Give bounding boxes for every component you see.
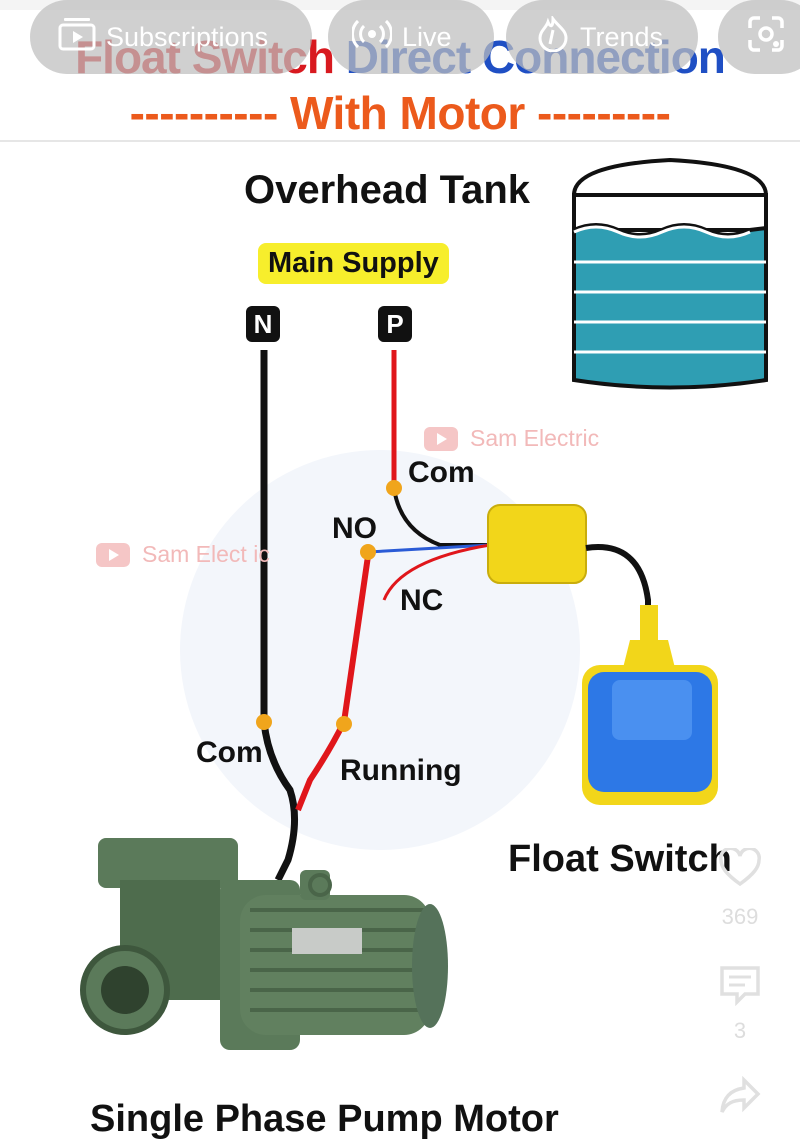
watermark: Sam Electric xyxy=(424,425,599,452)
background-logo xyxy=(180,450,580,850)
junction-no xyxy=(360,544,376,560)
float-switch xyxy=(487,504,718,805)
float-switch-label: Float Switch xyxy=(508,838,732,880)
chip-lens[interactable] xyxy=(718,0,800,74)
live-icon xyxy=(351,19,393,56)
nc-wire xyxy=(382,543,491,601)
chip-trends[interactable]: Trends xyxy=(506,0,698,74)
watermark-text: Sam Elect ic xyxy=(142,541,270,567)
nc-label: NC xyxy=(400,584,444,617)
like-button[interactable] xyxy=(708,846,772,893)
subscriptions-icon xyxy=(58,17,96,58)
youtube-icon xyxy=(424,426,458,451)
watermark-text: Sam Electric xyxy=(470,425,600,451)
chip-label: Trends xyxy=(580,21,664,52)
overhead-tank xyxy=(571,157,769,390)
diagram-subtitle: ---------- With Motor --------- xyxy=(129,87,671,139)
chip-live[interactable]: Live xyxy=(328,0,494,74)
like-count: 369 xyxy=(721,904,759,929)
no-wire xyxy=(367,543,491,554)
terminal-n: N xyxy=(246,306,280,342)
chip-label: Subscriptions xyxy=(106,21,269,52)
com-wire xyxy=(392,487,490,547)
share-button[interactable] xyxy=(708,1075,772,1121)
junction-running xyxy=(336,716,352,732)
junction-neutral xyxy=(256,714,272,730)
heart-icon xyxy=(719,846,761,887)
chip-label: Live xyxy=(402,21,452,52)
terminal-p: P xyxy=(378,306,412,342)
com-bottom-label: Com xyxy=(196,736,263,769)
chip-subscriptions[interactable]: Subscriptions xyxy=(30,0,312,74)
divider xyxy=(0,140,800,142)
running-label: Running xyxy=(340,754,462,787)
youtube-icon xyxy=(96,542,130,567)
pump-motor xyxy=(80,838,448,1050)
comment-button[interactable] xyxy=(708,964,772,1011)
junction-com xyxy=(386,480,402,496)
watermark: Sam Elect ic xyxy=(96,541,270,568)
neutral-wire xyxy=(260,350,299,882)
overhead-tank-label: Overhead Tank xyxy=(244,168,531,212)
com-top-label: Com xyxy=(408,456,475,489)
main-supply-label: Main Supply xyxy=(258,243,449,284)
share-icon xyxy=(720,1075,761,1113)
no-label: NO xyxy=(332,512,377,545)
lens-icon xyxy=(746,14,786,61)
comment-icon xyxy=(720,966,760,1007)
trends-icon xyxy=(536,13,570,59)
comment-count: 3 xyxy=(733,1018,747,1043)
pump-label: Single Phase Pump Motor xyxy=(90,1098,559,1140)
